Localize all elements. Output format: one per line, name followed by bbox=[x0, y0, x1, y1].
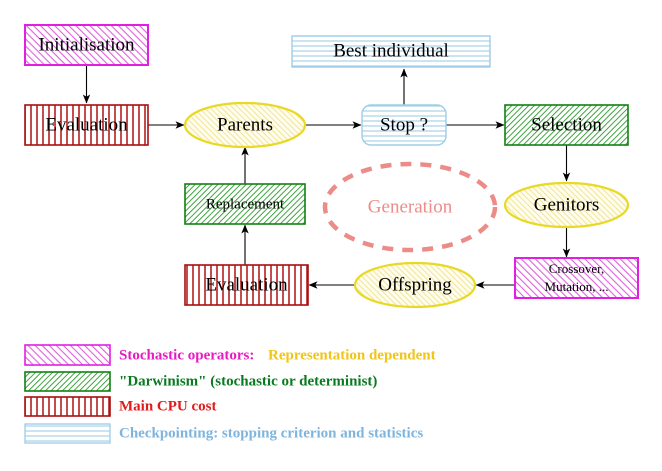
legend-label-main-cpu-cost: Main CPU cost bbox=[119, 398, 217, 414]
legend-item-stochastic-operators: Stochastic operators: Representation dep… bbox=[24, 344, 436, 366]
edge-layer bbox=[82, 65, 571, 289]
legend-item-darwinism: "Darwinism" (stochastic or determinist) bbox=[24, 371, 377, 392]
legend-label-stochastic-operators: Stochastic operators: bbox=[119, 347, 254, 363]
node-genitors[interactable]: Genitors bbox=[503, 181, 630, 229]
node-parents-label: Parents bbox=[217, 114, 273, 135]
node-stop[interactable]: Stop ? bbox=[361, 104, 447, 146]
node-evaluation-bottom[interactable]: Evaluation bbox=[184, 264, 309, 306]
node-crossover-label-line1: Crossover, bbox=[549, 261, 604, 276]
legend-swatch-red-vertical bbox=[24, 396, 111, 417]
node-best-individual-label: Best individual bbox=[333, 40, 449, 61]
node-crossover-mutation[interactable]: Crossover, Mutation, ... bbox=[514, 257, 639, 299]
legend-label-representation-dependent: Representation dependent bbox=[268, 347, 436, 363]
node-initialisation-label: Initialisation bbox=[38, 34, 135, 55]
node-evaluation-top[interactable]: Evaluation bbox=[24, 104, 149, 146]
node-generation-annotation: Generation bbox=[322, 161, 498, 253]
node-offspring-label: Offspring bbox=[378, 274, 452, 295]
legend-label-checkpointing: Checkpointing: stopping criterion and st… bbox=[119, 425, 423, 441]
legend: Stochastic operators: Representation dep… bbox=[24, 344, 436, 444]
legend-item-main-cpu-cost: Main CPU cost bbox=[24, 396, 217, 417]
legend-swatch-blue-horizontal bbox=[24, 423, 111, 444]
node-selection[interactable]: Selection bbox=[504, 104, 629, 146]
node-genitors-label: Genitors bbox=[534, 194, 599, 215]
node-best-individual[interactable]: Best individual bbox=[291, 35, 491, 68]
node-replacement-label: Replacement bbox=[206, 196, 285, 212]
node-selection-label: Selection bbox=[531, 114, 602, 135]
node-evaluation-bottom-label: Evaluation bbox=[205, 274, 288, 295]
node-crossover-label-line2: Mutation, ... bbox=[545, 279, 609, 294]
node-evaluation-top-label: Evaluation bbox=[45, 114, 128, 135]
node-replacement[interactable]: Replacement bbox=[184, 183, 306, 225]
node-initialisation[interactable]: Initialisation bbox=[24, 24, 149, 66]
node-parents[interactable]: Parents bbox=[183, 101, 307, 149]
legend-swatch-magenta-diagonal bbox=[24, 344, 111, 366]
legend-swatch-green-diagonal bbox=[24, 371, 111, 392]
legend-label-darwinism: "Darwinism" (stochastic or determinist) bbox=[119, 373, 377, 389]
node-stop-label: Stop ? bbox=[380, 114, 428, 135]
node-generation-label: Generation bbox=[368, 196, 453, 217]
legend-item-checkpointing: Checkpointing: stopping criterion and st… bbox=[24, 423, 423, 444]
node-offspring[interactable]: Offspring bbox=[353, 261, 477, 309]
